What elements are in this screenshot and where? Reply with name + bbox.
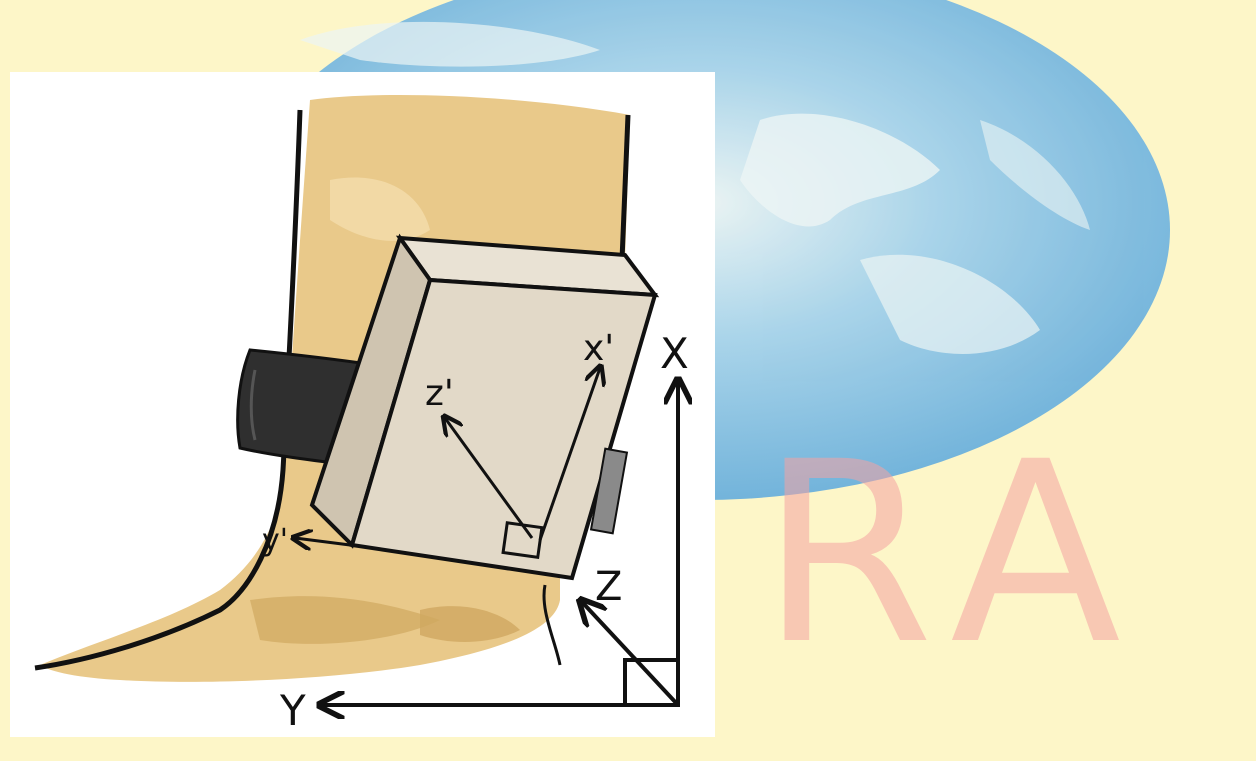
label-z: Z	[595, 564, 622, 610]
world-axes	[322, 382, 678, 705]
watermark-letters: R A	[760, 408, 1121, 699]
device-side-button	[589, 447, 629, 535]
axis-y-prime	[295, 538, 351, 545]
watermark-letter-r: R	[760, 408, 934, 699]
sensor-device	[309, 233, 660, 581]
label-y: Y	[279, 686, 306, 735]
watermark-letter-a: A	[950, 408, 1121, 699]
label-y-prime: y'	[262, 523, 288, 558]
axis-x-prime	[538, 368, 600, 541]
label-x-prime: x'	[583, 328, 614, 369]
device-axes	[295, 368, 600, 560]
label-x: X	[660, 329, 689, 378]
axis-z	[582, 602, 680, 707]
right-angle-marker-world	[623, 658, 680, 707]
axis-z-prime	[445, 418, 534, 539]
right-angle-marker-device	[501, 521, 544, 560]
label-z-prime: z'	[425, 373, 454, 414]
